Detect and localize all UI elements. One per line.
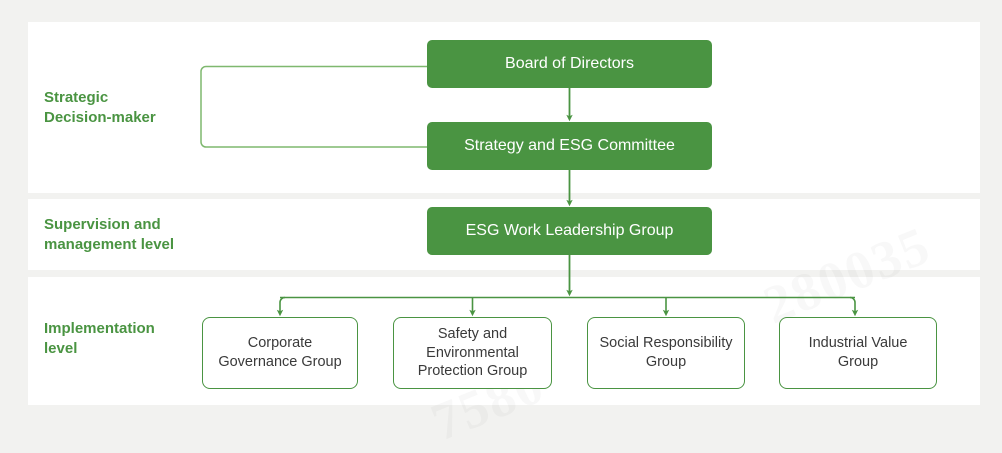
org-chart-diagram: 280035 7580 Strategic Decision-maker Sup… bbox=[28, 22, 980, 405]
node-board-of-directors[interactable]: Board of Directors bbox=[427, 40, 712, 88]
node-social-responsibility-group[interactable]: Social Responsibility Group bbox=[587, 317, 745, 389]
node-industrial-value-group[interactable]: Industrial Value Group bbox=[779, 317, 937, 389]
node-safety-and-environmental-protection-group[interactable]: Safety and Environmental Protection Grou… bbox=[393, 317, 552, 389]
row-label-implementation-level: Implementation level bbox=[44, 320, 155, 358]
row-label-supervision-management-level: Supervision and management level bbox=[44, 216, 175, 254]
node-esg-work-leadership-group[interactable]: ESG Work Leadership Group bbox=[427, 207, 712, 255]
row-label-strategic-decision-maker: Strategic Decision-maker bbox=[44, 89, 156, 127]
node-corporate-governance-group[interactable]: Corporate Governance Group bbox=[202, 317, 358, 389]
node-strategy-and-esg-committee[interactable]: Strategy and ESG Committee bbox=[427, 122, 712, 170]
